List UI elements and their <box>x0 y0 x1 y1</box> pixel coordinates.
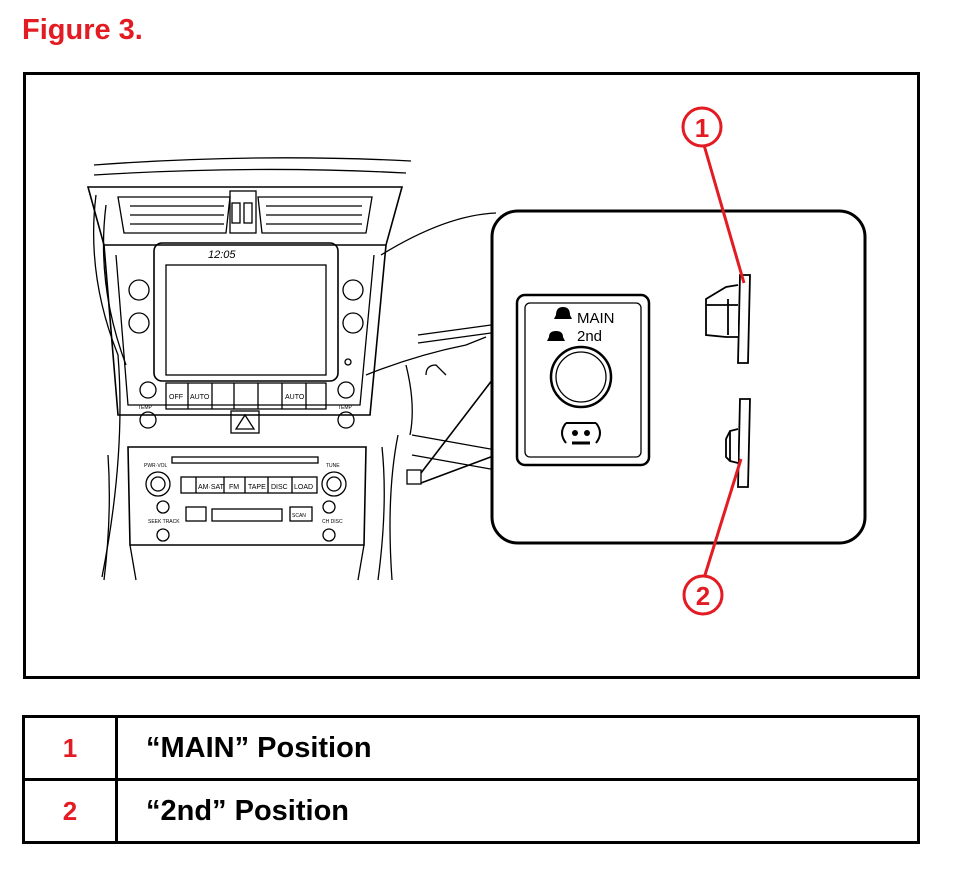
memory-icon <box>561 422 601 444</box>
load-button-label: LOAD <box>294 484 313 491</box>
temp-left-label: TEMP <box>138 405 153 411</box>
callout-1-number: 1 <box>695 113 709 143</box>
dashboard-illustration: 12:05 OFF AUTO AUTO TEMP TEMP PWR·VOL TU… <box>86 106 867 616</box>
switch-label-main: MAIN <box>577 310 615 327</box>
callout-2-number: 2 <box>696 581 710 611</box>
auto-right-button-label: AUTO <box>285 394 305 401</box>
off-button-label: OFF <box>169 394 183 401</box>
auto-button-label: AUTO <box>190 394 210 401</box>
scan-button-label: SCAN <box>292 513 306 519</box>
legend-row: 2 “2nd” Position <box>22 778 920 844</box>
tune-label: TUNE <box>326 463 340 469</box>
dashboard-outline <box>86 157 497 581</box>
zoom-line-upper <box>420 374 497 474</box>
fm-button-label: FM <box>229 484 239 491</box>
switch-side-view-2nd <box>725 398 751 488</box>
ch-disc-label: CH DISC <box>322 519 343 525</box>
callout-2: 2 <box>682 574 724 616</box>
main-seat-icon <box>554 307 572 319</box>
disc-button-label: DISC <box>271 484 288 491</box>
adjust-knob <box>549 345 613 409</box>
mirror-select-switch: MAIN 2nd <box>515 293 651 467</box>
figure-frame: 12:05 OFF AUTO AUTO TEMP TEMP PWR·VOL TU… <box>23 72 920 679</box>
second-seat-icon <box>547 331 565 341</box>
temp-right-label: TEMP <box>338 405 353 411</box>
legend-row-text: “MAIN” Position <box>115 715 920 781</box>
am-sat-button-label: AM·SAT <box>198 484 225 491</box>
legend-row-number: 1 <box>22 715 118 781</box>
pwr-vol-label: PWR·VOL <box>144 463 168 469</box>
callout-2-leader <box>703 458 743 576</box>
legend-row: 1 “MAIN” Position <box>22 715 920 781</box>
callout-1: 1 <box>681 106 723 148</box>
zoom-line-lower <box>420 454 497 484</box>
figure-title: Figure 3. <box>22 14 143 46</box>
clock-readout: 12:05 <box>208 249 236 261</box>
callout-1-leader <box>702 144 746 284</box>
legend-table: 1 “MAIN” Position 2 “2nd” Position <box>22 715 920 844</box>
switch-side-view-main <box>705 274 751 364</box>
seek-track-label: SEEK TRACK <box>148 519 180 525</box>
switch-label-2nd: 2nd <box>577 328 602 345</box>
legend-row-number: 2 <box>22 778 118 844</box>
legend-row-text: “2nd” Position <box>115 778 920 844</box>
tape-button-label: TAPE <box>248 484 266 491</box>
dash-labels: 12:05 OFF AUTO AUTO TEMP TEMP PWR·VOL TU… <box>138 249 353 525</box>
